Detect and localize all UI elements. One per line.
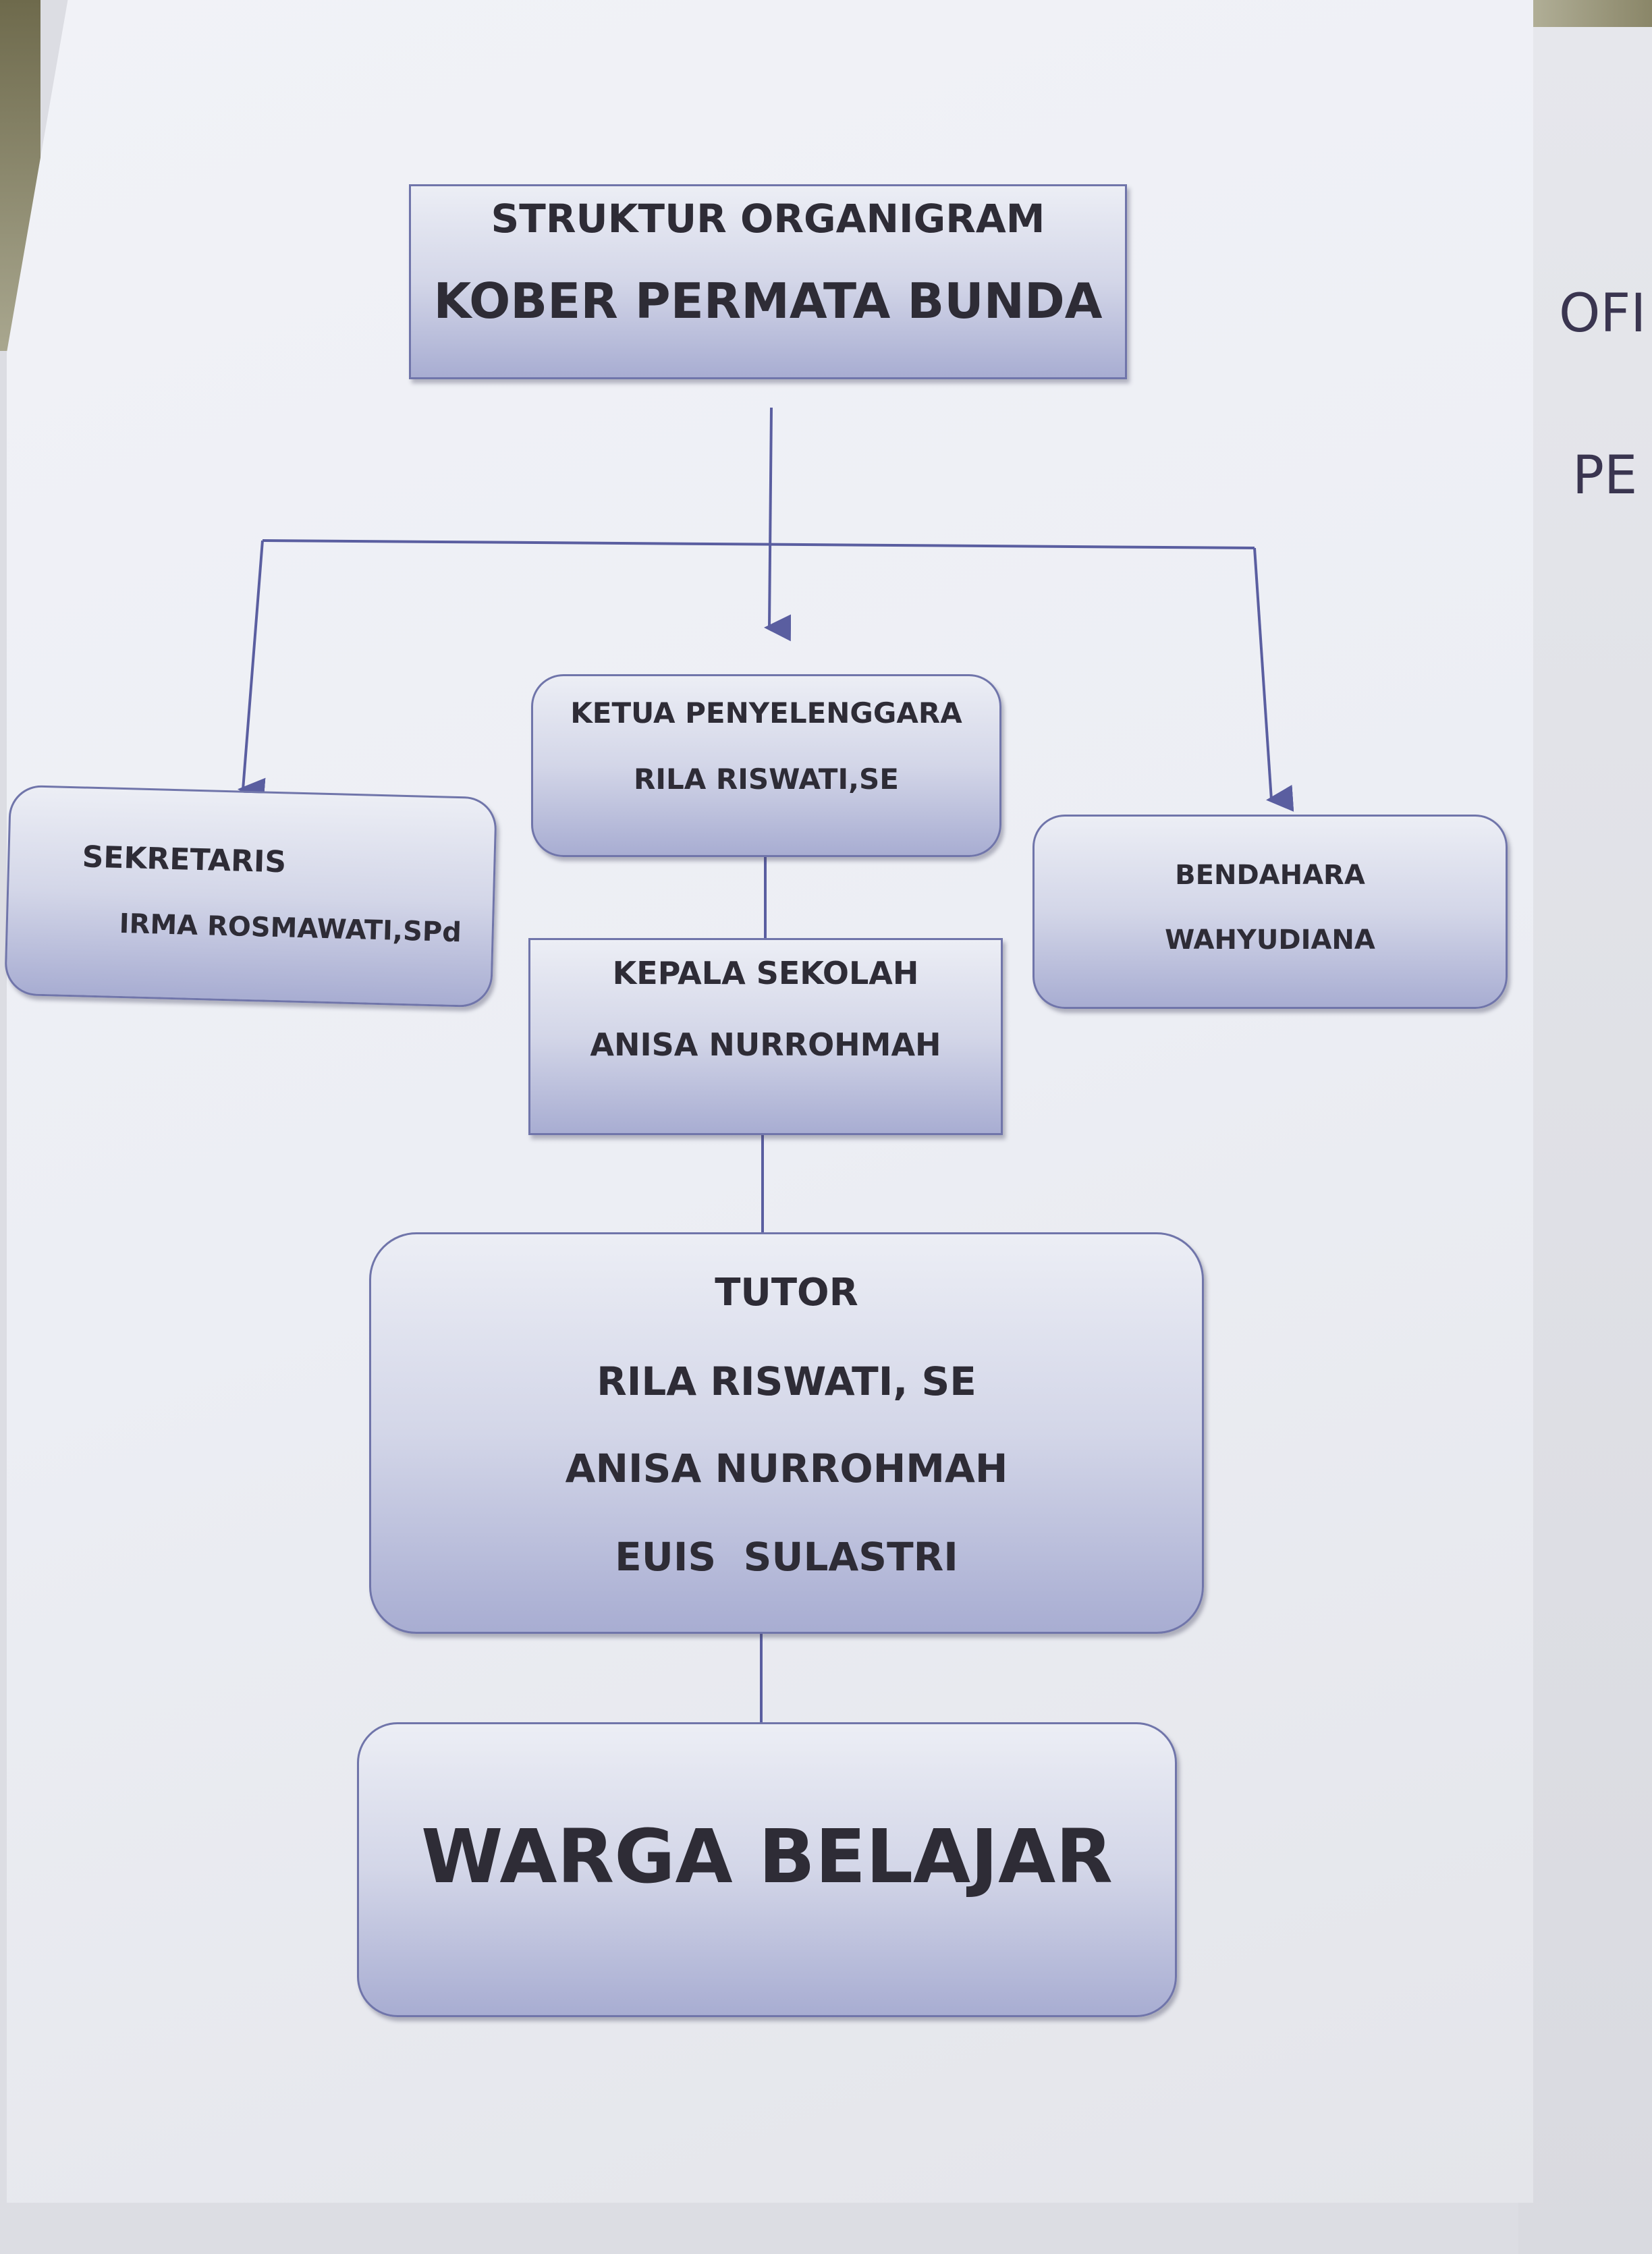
node-role: WARGA BELAJAR	[421, 1813, 1113, 1900]
connector-sekretaris	[238, 540, 266, 805]
node-sekretaris: SEKRETARIS IRMA ROSMAWATI,SPd	[4, 784, 497, 1008]
tutor-name: EUIS SULASTRI	[615, 1534, 958, 1580]
background-page-text: PE	[1572, 445, 1638, 506]
connector-lines	[238, 407, 1294, 1725]
node-kepala-sekolah: KEPALA SEKOLAH ANISA NURROHMAH	[528, 938, 1003, 1135]
title-line2: KOBER PERMATA BUNDA	[433, 273, 1103, 329]
node-role: TUTOR	[715, 1271, 858, 1315]
background-page-text: OFI	[1559, 283, 1647, 344]
connector-title-ketua	[764, 407, 792, 642]
connector-horizontal	[262, 539, 1255, 549]
node-role: KETUA PENYELENGGARA	[570, 696, 962, 730]
node-ketua: KETUA PENYELENGGARA RILA RISWATI,SE	[531, 674, 1001, 857]
title-line1: STRUKTUR ORGANIGRAM	[491, 196, 1045, 242]
node-warga-belajar: WARGA BELAJAR	[357, 1722, 1177, 2017]
node-name: ANISA NURROHMAH	[590, 1026, 941, 1063]
node-bendahara: BENDAHARA WAHYUDIANA	[1032, 815, 1508, 1009]
node-name: RILA RISWATI,SE	[634, 763, 899, 796]
node-name: IRMA ROSMAWATI,SPd	[119, 908, 462, 949]
node-role: KEPALA SEKOLAH	[612, 955, 919, 991]
title-box: STRUKTUR ORGANIGRAM KOBER PERMATA BUNDA	[409, 184, 1127, 379]
tutor-name: ANISA NURROHMAH	[565, 1446, 1008, 1491]
node-tutor: TUTOR RILA RISWATI, SE ANISA NURROHMAH E…	[369, 1232, 1204, 1634]
tutor-name: RILA RISWATI, SE	[597, 1358, 976, 1404]
background-page: OFI PE	[1518, 27, 1652, 2254]
node-role: BENDAHARA	[1175, 860, 1365, 891]
node-name: WAHYUDIANA	[1165, 925, 1375, 956]
node-role: SEKRETARIS	[82, 840, 287, 880]
connector-bendahara	[1253, 547, 1294, 812]
